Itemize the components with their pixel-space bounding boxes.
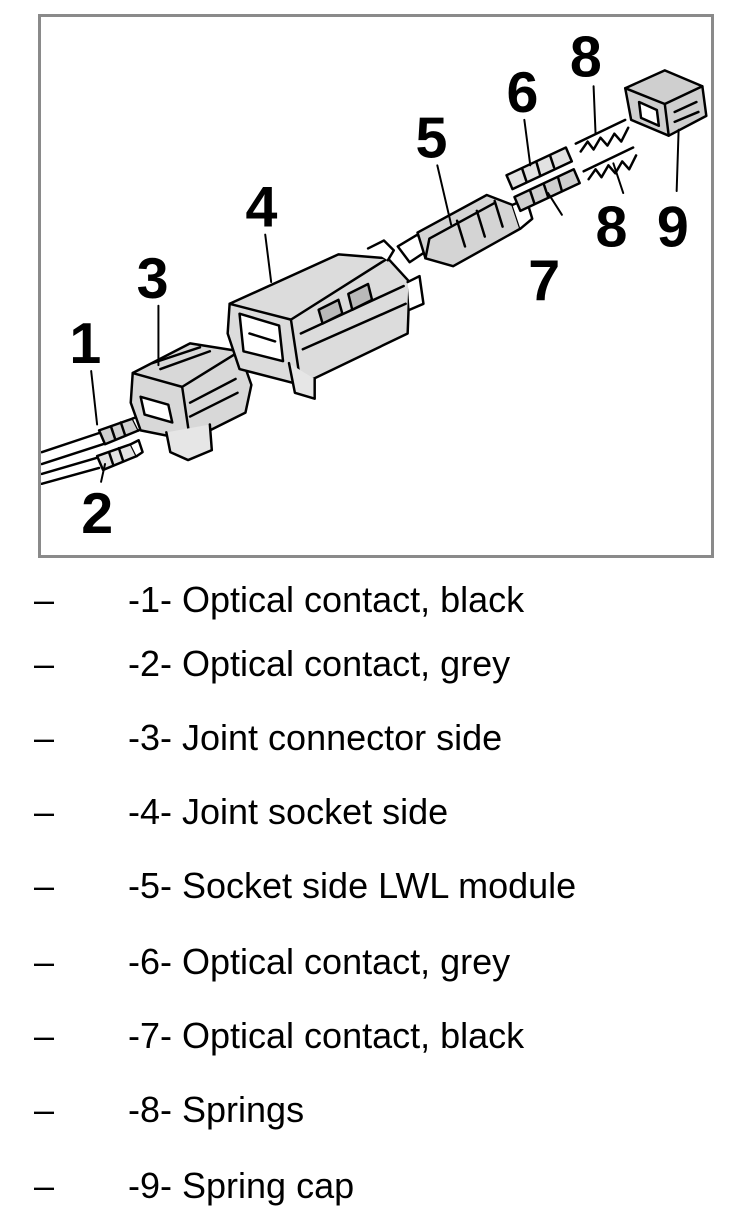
optical-contact-2 (95, 439, 144, 472)
legend-text: -8- Springs (128, 1089, 305, 1130)
fiber-cables-left (41, 431, 105, 486)
legend-dash: – (34, 579, 55, 620)
legend-dash: – (34, 643, 55, 684)
legend-dash: – (34, 1015, 55, 1056)
legend-dash: – (34, 791, 55, 832)
legend-text: -1- Optical contact, black (128, 579, 525, 620)
optical-contacts-6-7 (505, 146, 581, 213)
callout-5: 5 (416, 106, 448, 170)
spring-cap (623, 69, 708, 137)
callout-2: 2 (81, 482, 113, 546)
legend-item: – -2- Optical contact, grey (0, 639, 735, 689)
legend-text: -7- Optical contact, black (128, 1015, 525, 1056)
joint-socket-side (226, 239, 425, 400)
callout-8-bottom: 8 (596, 195, 628, 259)
legend-text: -3- Joint connector side (128, 717, 503, 758)
springs (574, 118, 638, 181)
legend-item: – -8- Springs (0, 1085, 735, 1135)
leader-lines (90, 85, 680, 483)
legend-dash: – (34, 941, 55, 982)
callout-1: 1 (69, 312, 101, 376)
legend-dash: – (34, 1089, 55, 1130)
legend-item: – -1- Optical contact, black (0, 575, 735, 625)
legend-item: – -7- Optical contact, black (0, 1011, 735, 1061)
legend-text: -5- Socket side LWL module (128, 865, 577, 906)
legend-text: -6- Optical contact, grey (128, 941, 511, 982)
socket-side-lwl-module (396, 193, 534, 268)
legend-dash: – (34, 865, 55, 906)
legend-dash: – (34, 717, 55, 758)
legend-item: – -5- Socket side LWL module (0, 861, 735, 911)
legend-item: – -6- Optical contact, grey (0, 937, 735, 987)
callout-4: 4 (245, 176, 277, 240)
legend-text: -4- Joint socket side (128, 791, 449, 832)
legend-item: – -4- Joint socket side (0, 787, 735, 837)
diagram-drawing: 1 2 3 4 5 6 7 8 8 9 (41, 25, 708, 546)
legend-item: – -3- Joint connector side (0, 713, 735, 763)
legend-dash: – (34, 1165, 55, 1206)
connector-exploded-diagram: 1 2 3 4 5 6 7 8 8 9 (38, 14, 714, 558)
callout-9: 9 (657, 195, 689, 259)
callout-3: 3 (137, 247, 169, 311)
callout-7: 7 (528, 249, 560, 313)
legend-text: -9- Spring cap (128, 1165, 355, 1206)
joint-connector-side (129, 342, 253, 462)
callout-8-top: 8 (570, 25, 602, 89)
legend-text: -2- Optical contact, grey (128, 643, 511, 684)
callout-6: 6 (507, 61, 539, 125)
legend-item: – -9- Spring cap (0, 1161, 735, 1211)
